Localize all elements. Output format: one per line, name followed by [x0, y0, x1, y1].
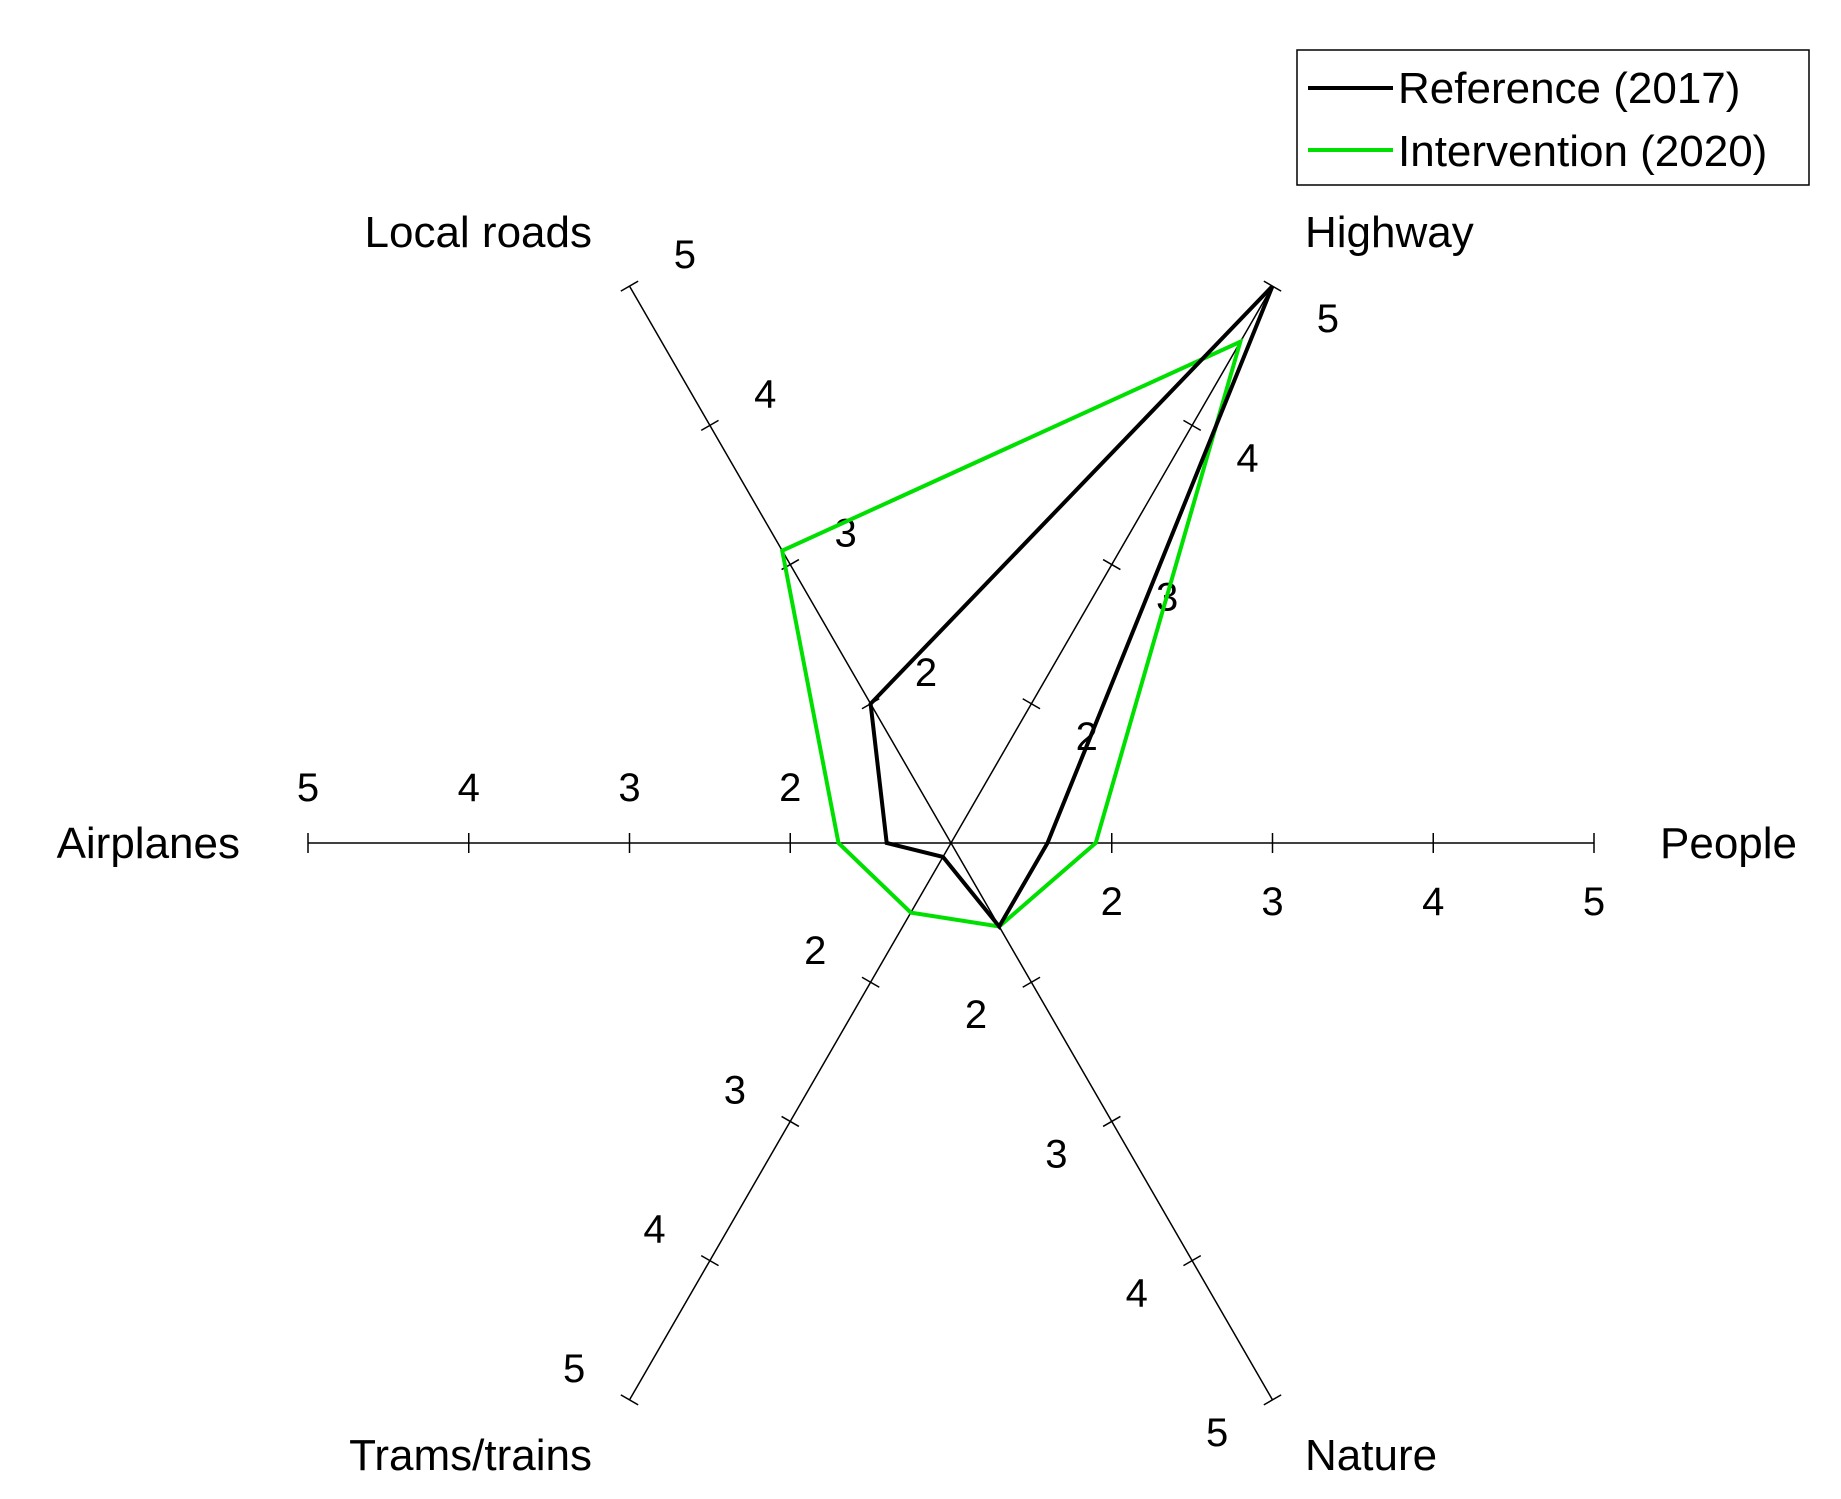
tick-label-highway-5: 5 — [1317, 297, 1339, 341]
tick-label-airplanes-3: 3 — [618, 766, 640, 810]
legend-label-intervention: Intervention (2020) — [1398, 127, 1767, 176]
tick-label-local-roads-5: 5 — [674, 233, 696, 277]
axis-name-local-roads: Local roads — [365, 208, 592, 257]
tick-label-nature-5: 5 — [1206, 1411, 1228, 1455]
tick-mark-trams-trains-4 — [700, 1254, 719, 1267]
tick-label-people-5: 5 — [1583, 880, 1605, 924]
axis-name-nature: Nature — [1305, 1431, 1437, 1480]
tick-label-trams-trains-4: 4 — [643, 1208, 665, 1252]
series-layer — [779, 284, 1275, 931]
tick-label-highway-2: 2 — [1076, 715, 1098, 759]
tick-mark-trams-trains-3 — [781, 1115, 800, 1128]
tick-label-highway-4: 4 — [1236, 436, 1258, 480]
tick-mark-highway-2 — [1022, 698, 1041, 710]
axis-name-airplanes: Airplanes — [57, 819, 240, 868]
tick-label-local-roads-2: 2 — [915, 651, 937, 695]
tick-label-people-2: 2 — [1101, 880, 1123, 924]
tick-mark-trams-trains-2 — [861, 976, 880, 988]
tick-mark-highway-4 — [1183, 419, 1202, 432]
tick-label-local-roads-4: 4 — [754, 372, 776, 416]
axis-name-highway: Highway — [1305, 208, 1474, 257]
tick-mark-nature-3 — [1102, 1115, 1121, 1128]
tick-label-nature-4: 4 — [1126, 1272, 1148, 1316]
tick-label-airplanes-4: 4 — [458, 766, 480, 810]
tick-label-trams-trains-2: 2 — [804, 929, 826, 973]
legend-label-reference: Reference (2017) — [1398, 64, 1740, 113]
tick-label-airplanes-2: 2 — [779, 766, 801, 810]
axis-name-people: People — [1660, 819, 1797, 868]
legend-box — [1296, 49, 1810, 186]
axis-name-trams-trains: Trams/trains — [349, 1431, 592, 1480]
tick-mark-nature-4 — [1183, 1254, 1202, 1267]
series-intervention-2020 — [779, 338, 1244, 929]
tick-mark-highway-3 — [1102, 558, 1121, 571]
tick-label-people-4: 4 — [1422, 880, 1444, 924]
tick-mark-local-roads-4 — [700, 419, 719, 432]
tick-label-nature-2: 2 — [965, 993, 987, 1037]
series-reference-2017 — [868, 284, 1275, 931]
tick-mark-trams-trains-5 — [620, 1394, 639, 1406]
tick-label-nature-3: 3 — [1045, 1132, 1067, 1176]
tick-mark-nature-5 — [1263, 1394, 1282, 1406]
tick-label-airplanes-5: 5 — [297, 766, 319, 810]
tick-label-trams-trains-5: 5 — [563, 1347, 585, 1391]
tick-mark-local-roads-5 — [620, 280, 639, 292]
tick-label-trams-trains-3: 3 — [724, 1068, 746, 1112]
tick-mark-nature-2 — [1022, 976, 1041, 988]
tick-label-people-3: 3 — [1261, 880, 1283, 924]
legend: Reference (2017) Intervention (2020) — [1296, 49, 1810, 186]
